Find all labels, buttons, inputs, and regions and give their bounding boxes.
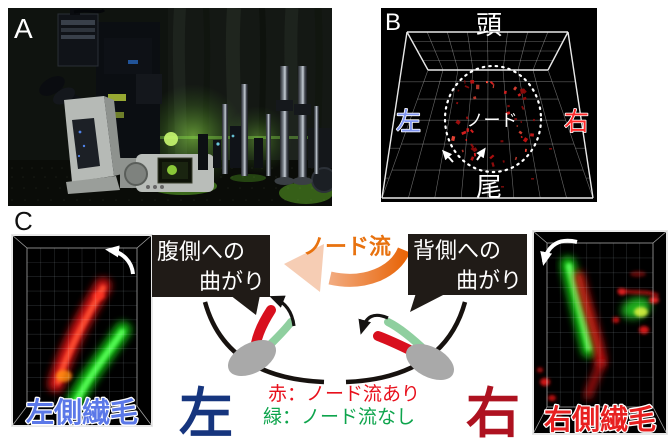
left-speech-bubble: 腹側への 曲がり xyxy=(152,235,270,315)
panel-a-label: A xyxy=(14,13,33,44)
panel-b-node-view: B 頭 尾 左 右 ノード xyxy=(381,8,597,202)
left-bubble-line2: 曲がり xyxy=(199,269,265,294)
recovery-stroke-arrow-right xyxy=(540,238,578,266)
cell-body xyxy=(405,343,455,381)
right-bubble-line2: 曲がり xyxy=(456,268,522,293)
cell-body xyxy=(227,339,277,377)
panel-a-photo: A xyxy=(8,8,332,206)
box-inner-edges xyxy=(532,230,668,435)
node-dotted-outline xyxy=(443,64,543,174)
left-cilia-box: 左側繊毛 xyxy=(11,234,153,427)
metal-posts xyxy=(222,66,319,185)
controller-device xyxy=(120,154,214,192)
camera-cable xyxy=(73,8,106,14)
nodal-flow-label: ノード流 xyxy=(303,234,391,259)
big-right-label: 右 xyxy=(466,384,520,440)
recovery-stroke-arrow-left xyxy=(105,245,135,275)
label-tail: 尾 xyxy=(476,172,502,202)
right-cilium-diagram xyxy=(345,301,468,385)
legend-red: 赤：ノード流あり xyxy=(268,383,420,405)
cilia-blobs-right xyxy=(537,256,660,419)
right-box-caption: 右側繊毛 xyxy=(544,404,656,435)
fluorescent-specks xyxy=(451,80,552,188)
bend-direction-arrow xyxy=(358,313,389,335)
panel-c-schematic: ノード流 腹側への 曲がり 背側への 曲がり xyxy=(152,234,527,440)
nodal-flow-arrow xyxy=(284,244,411,292)
microscope xyxy=(39,8,162,194)
left-bubble-line1: 腹側への xyxy=(157,239,245,264)
left-cilium-diagram xyxy=(202,295,325,385)
cilia-blobs-left xyxy=(48,278,131,412)
panel-b-background xyxy=(381,8,597,202)
label-right: 右 xyxy=(564,108,589,136)
panel-b-label: B xyxy=(385,9,401,36)
right-bubble-line1: 背側への xyxy=(413,238,501,263)
label-head: 頭 xyxy=(476,10,502,40)
label-node: ノード xyxy=(467,111,518,130)
flow-arrows-small xyxy=(441,147,486,163)
panel-c-label: C xyxy=(14,206,33,236)
right-cilia-box: 右側繊毛 xyxy=(532,230,668,435)
right-speech-bubble: 背側への 曲がり xyxy=(408,234,527,312)
big-left-label: 左 xyxy=(179,384,233,440)
box-inner-edges xyxy=(11,234,153,427)
optic-mounts xyxy=(198,126,332,193)
eyepiece xyxy=(39,76,65,96)
bend-direction-arrow xyxy=(269,295,296,327)
controller-knob xyxy=(124,162,148,186)
legend-green: 緑：ノード流なし xyxy=(263,406,415,428)
wireframe-box-edges xyxy=(381,31,594,199)
label-left: 左 xyxy=(396,108,421,136)
left-box-caption: 左側繊毛 xyxy=(26,397,138,427)
